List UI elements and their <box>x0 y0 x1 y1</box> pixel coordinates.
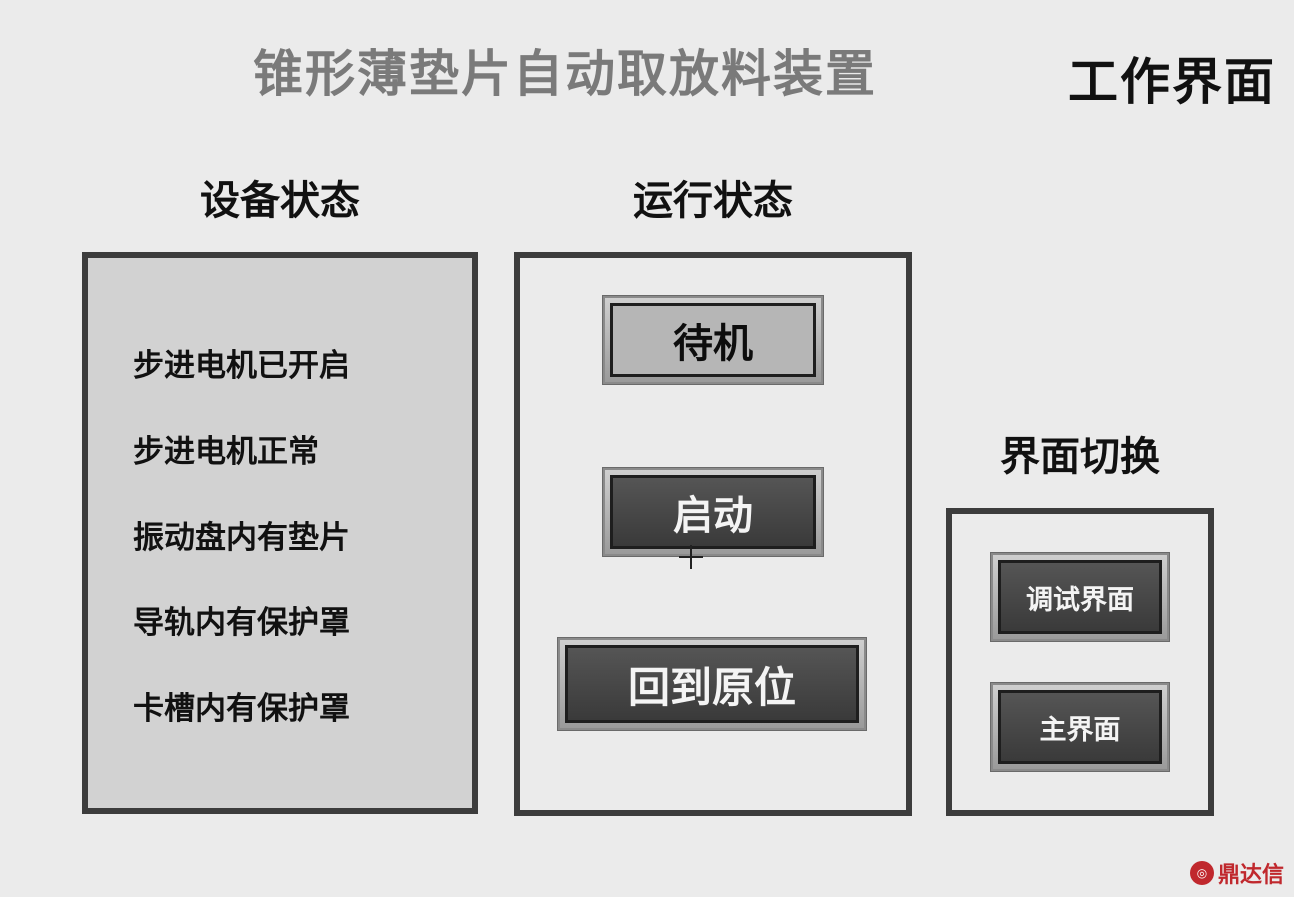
device-status-panel: 步进电机已开启 步进电机正常 振动盘内有垫片 导轨内有保护罩 卡槽内有保护罩 <box>82 252 478 814</box>
status-rail-has-cover: 导轨内有保护罩 <box>133 605 350 641</box>
status-stepper-on: 步进电机已开启 <box>133 348 350 384</box>
debug-screen-button-label: 调试界面 <box>998 560 1162 634</box>
watermark-text: 鼎达信 <box>1217 863 1284 888</box>
main-screen-button[interactable]: 主界面 <box>991 683 1169 771</box>
mouse-cursor-icon <box>679 545 703 569</box>
status-stepper-normal: 步进电机正常 <box>133 434 319 470</box>
brand-logo-icon: ◎ <box>1189 861 1214 885</box>
start-button-label: 启动 <box>610 475 816 549</box>
app-title: 锥形薄垫片自动取放料装置 <box>253 45 877 103</box>
screen-label: 工作界面 <box>1068 52 1276 111</box>
return-home-button[interactable]: 回到原位 <box>558 638 866 730</box>
standby-button[interactable]: 待机 <box>603 296 823 384</box>
start-button[interactable]: 启动 <box>603 468 823 556</box>
screen-switch-heading: 界面切换 <box>1000 434 1160 480</box>
status-feeder-has-gasket: 振动盘内有垫片 <box>133 520 350 556</box>
watermark: ◎ 鼎达信 <box>1189 857 1284 889</box>
device-status-heading: 设备状态 <box>200 178 360 224</box>
status-slot-has-cover: 卡槽内有保护罩 <box>133 691 350 727</box>
run-status-heading: 运行状态 <box>633 178 793 224</box>
debug-screen-button[interactable]: 调试界面 <box>991 553 1169 641</box>
return-home-button-label: 回到原位 <box>565 645 859 723</box>
main-screen-button-label: 主界面 <box>998 690 1162 764</box>
standby-button-label: 待机 <box>610 303 816 377</box>
